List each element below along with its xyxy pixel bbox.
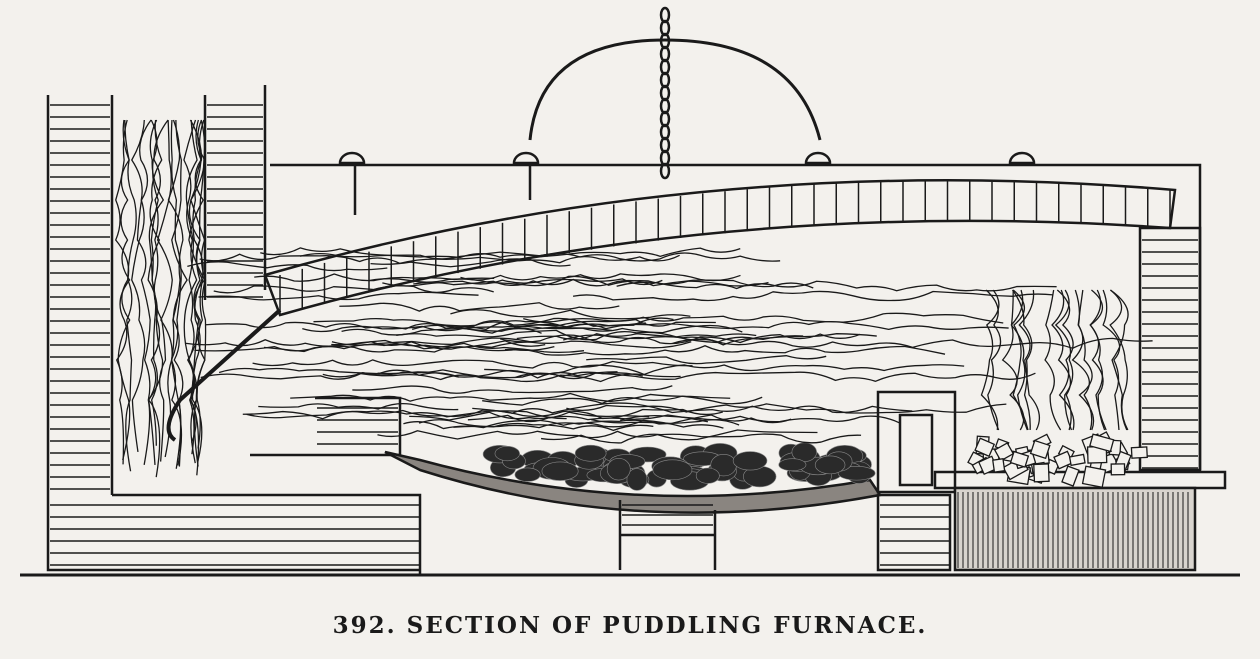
flame-lines — [116, 120, 1153, 477]
coal-lump — [993, 459, 1005, 472]
flame-line — [253, 360, 693, 368]
iron-lump — [653, 460, 692, 480]
door-lever-arc — [530, 40, 820, 140]
flame-line — [214, 286, 494, 293]
flue-throat — [169, 310, 280, 440]
iron-lump — [779, 459, 806, 471]
ash-pit — [955, 488, 1195, 570]
fire-bridge-opening — [900, 415, 932, 485]
coal-lump — [1070, 454, 1085, 465]
grate-bar — [935, 472, 1225, 488]
chimney-flame — [158, 120, 173, 457]
flame-line — [254, 274, 494, 281]
chain — [661, 8, 669, 178]
coal-lump — [1131, 447, 1147, 458]
left-steps — [48, 398, 420, 575]
flame-line — [352, 386, 672, 393]
flame-line — [194, 346, 554, 352]
iron-lump — [542, 462, 578, 481]
iron-lump — [515, 468, 540, 482]
flame-line — [573, 291, 1053, 300]
flame-line — [472, 403, 912, 413]
flame-line — [566, 404, 1006, 413]
chimney-flame — [137, 120, 151, 465]
iron-lump — [696, 468, 719, 483]
roof-arch — [265, 180, 1175, 315]
coal-on-grate — [968, 432, 1147, 487]
flame-line — [450, 310, 690, 319]
coal-lump — [1034, 464, 1049, 482]
flame-line — [185, 340, 545, 348]
coal-lump — [1083, 466, 1106, 487]
top-frame — [270, 165, 1200, 470]
coal-lump — [1062, 466, 1079, 486]
iron-lump — [575, 445, 606, 461]
iron-charge — [483, 443, 875, 491]
iron-lump — [733, 452, 767, 471]
flame-line — [673, 338, 1153, 348]
grate-flame — [1073, 290, 1092, 430]
bridge-base — [878, 495, 950, 570]
fire-bridge — [878, 392, 955, 492]
grate-flame — [981, 290, 998, 430]
figure-caption: 392. SECTION OF PUDDLING FURNACE. — [0, 612, 1260, 639]
flame-line — [505, 346, 945, 355]
coal-lump — [1111, 464, 1124, 475]
flame-line — [201, 374, 681, 382]
iron-lump — [607, 458, 630, 480]
flame-line — [199, 292, 479, 300]
grate-flame — [1052, 290, 1071, 430]
iron-lump — [815, 456, 845, 474]
chimney-flame — [125, 120, 136, 471]
bolts — [340, 153, 1034, 163]
iron-lump — [495, 446, 520, 460]
flame-line — [500, 334, 860, 344]
